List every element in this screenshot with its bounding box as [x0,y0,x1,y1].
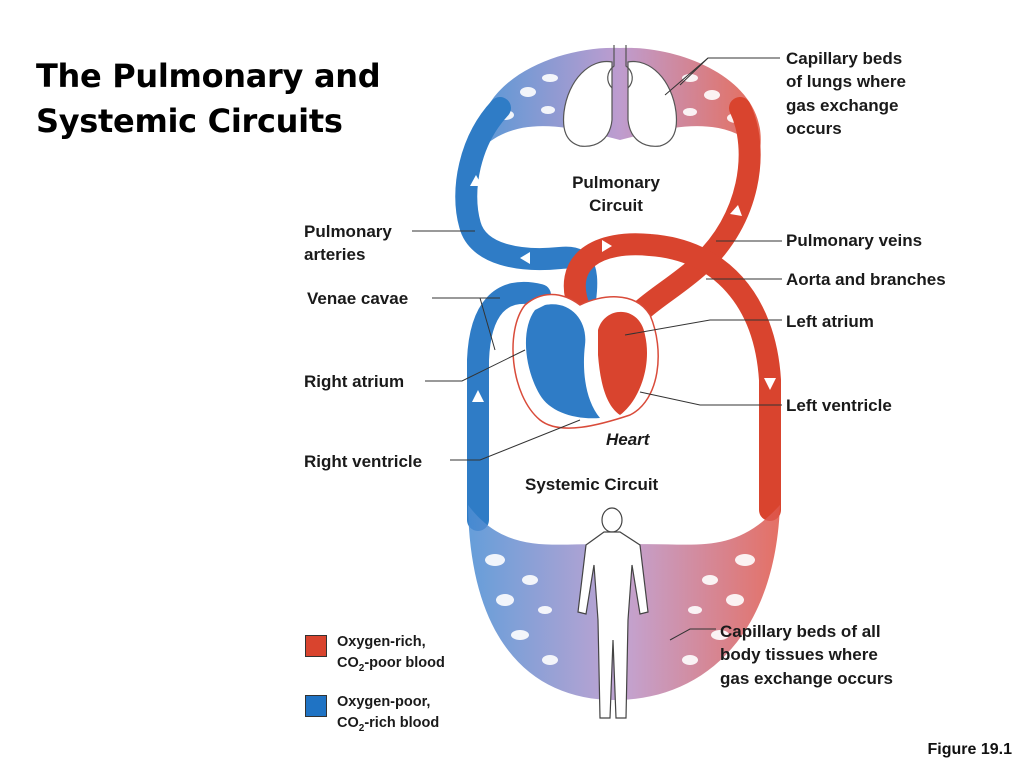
label-left-ventricle: Left ventricle [786,396,892,415]
legend-line: Oxygen-poor, [337,694,431,710]
legend-line: CO2-rich blood [337,713,439,736]
label-line: body tissues where [720,645,878,665]
legend-oxygen-rich: Oxygen-rich, CO2-poor blood [305,632,445,676]
label-line: Capillary beds of all [720,622,881,641]
label-systemic-circuit: Systemic Circuit [525,475,659,494]
lungs [562,45,678,147]
legend-text-oxygen-poor: Oxygen-poor, CO2-rich blood [337,692,439,736]
slide-title: The Pulmonary and Systemic Circuits [36,54,381,144]
aorta-vessel [563,233,781,521]
label-venae-cavae: Venae cavae [307,289,409,308]
co2-subscript: 2 [358,722,365,734]
label-pulmonary-circuit: Pulmonary Circuit [548,171,684,218]
legend-oxygen-poor: Oxygen-poor, CO2-rich blood [305,692,439,736]
label-line: Capillary beds [786,49,903,68]
label-line: gas exchange occurs [720,668,893,688]
title-line-2: Systemic Circuits [36,101,343,140]
legend-swatch-blue [305,695,327,717]
label-pulmonary-arteries: Pulmonary arteries [304,220,392,267]
right-heart-chambers [525,304,600,419]
label-line: Circuit [589,196,643,216]
figure-label: Figure 19.1 [927,741,1012,758]
venae-cavae-vessel [467,281,551,531]
label-line: arteries [304,245,366,265]
legend-text-oxygen-rich: Oxygen-rich, CO2-poor blood [337,632,445,676]
human-figure [577,507,649,719]
co2-suffix: -poor blood [364,655,445,672]
label-line: occurs [786,119,842,139]
leader-lines [412,57,782,641]
label-heart: Heart [606,430,650,449]
label-line: of lungs where [786,72,906,92]
label-aorta: Aorta and branches [786,270,946,289]
co2-subscript: 2 [358,662,365,674]
legend-line: Oxygen-rich, [337,634,426,650]
title-line-1: The Pulmonary and [36,57,381,95]
co2-text: CO [337,655,359,672]
flow-arrows [470,130,776,402]
label-pulmonary-veins: Pulmonary veins [786,231,923,250]
label-line: Pulmonary [304,222,392,241]
label-line: Pulmonary [572,173,660,192]
label-right-atrium: Right atrium [304,372,405,391]
label-left-atrium: Left atrium [786,312,874,331]
label-capillary-body: Capillary beds of all body tissues where… [720,620,893,690]
label-line: gas exchange [786,95,899,115]
legend-swatch-red [305,635,327,657]
legend-line: CO2-poor blood [337,653,445,676]
lung-capillary-bed [479,47,761,150]
label-capillary-lungs: Capillary beds of lungs where gas exchan… [786,47,906,141]
label-right-ventricle: Right ventricle [304,452,423,471]
co2-suffix: -rich blood [364,715,440,732]
co2-text: CO [337,715,359,732]
left-heart-chambers [598,311,648,415]
